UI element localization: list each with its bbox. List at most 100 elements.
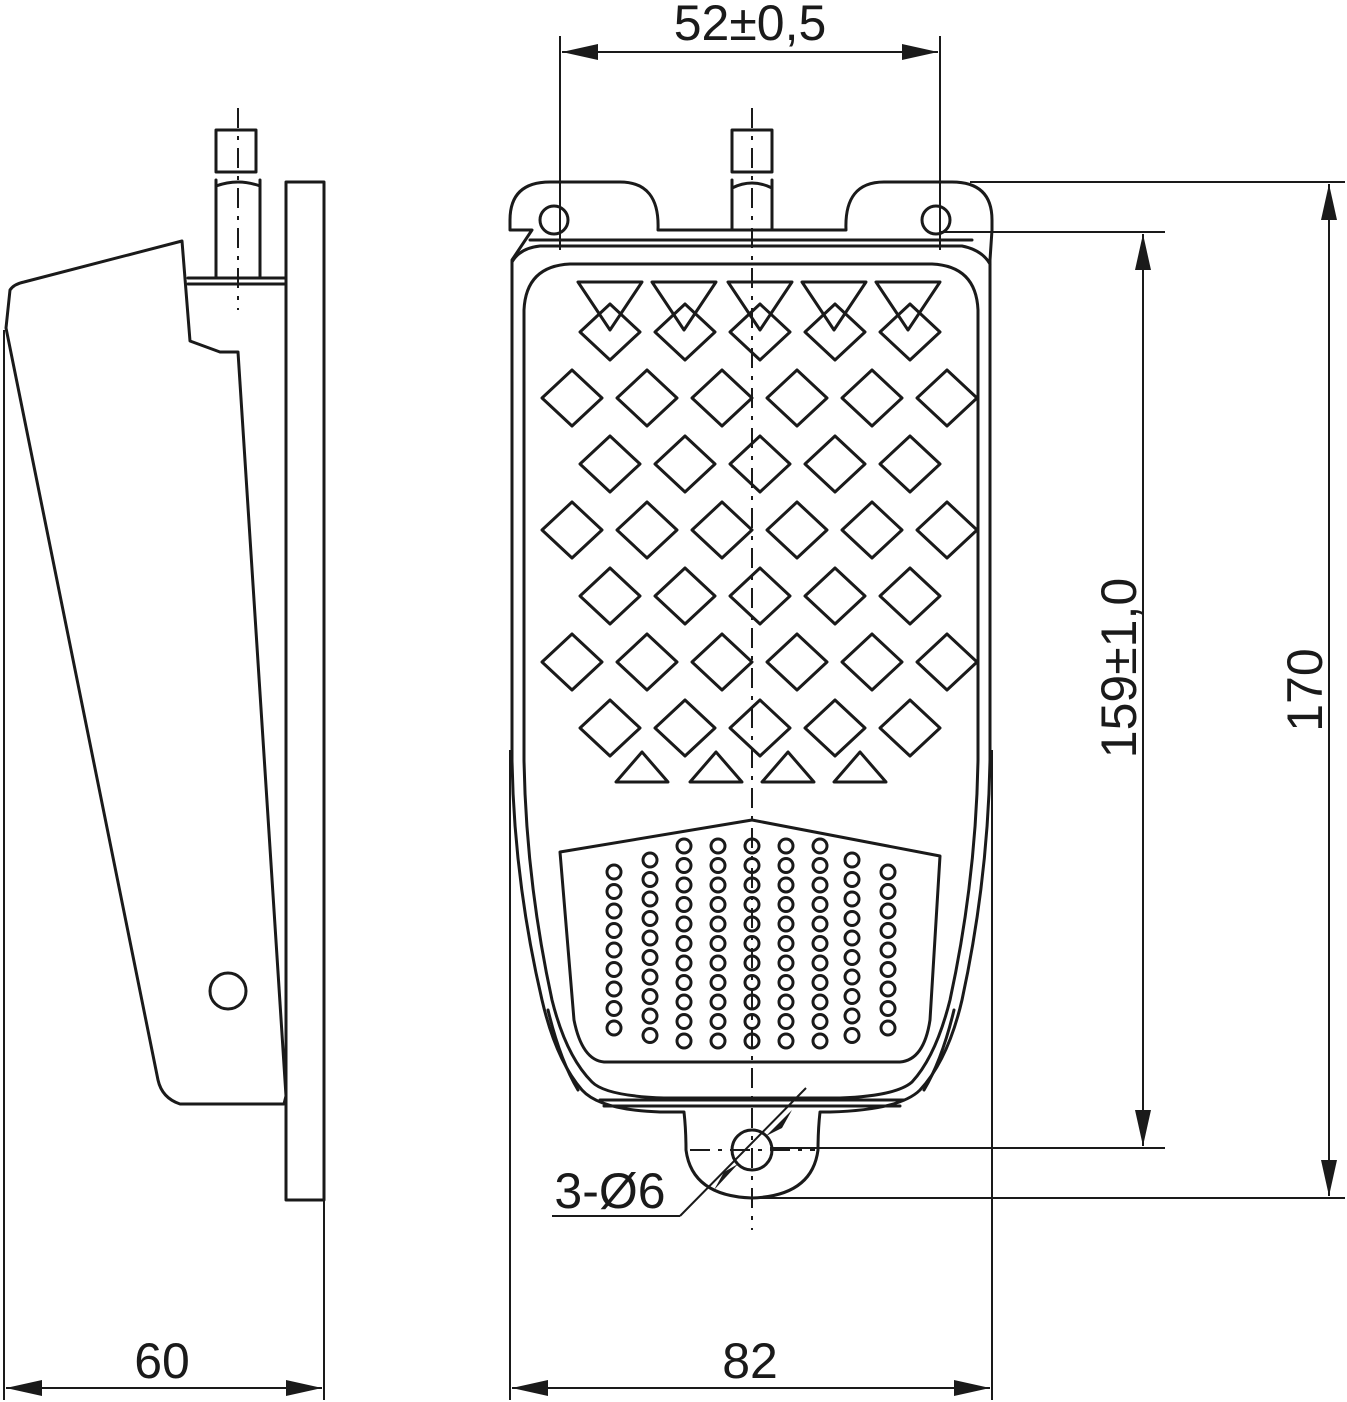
grip-dot [811,915,829,933]
dot-grip-pattern [605,837,897,1050]
dim-side-depth-label: 60 [134,1333,190,1389]
dim-width: 82 [509,750,993,1400]
grip-dot [675,993,693,1011]
grip-dot [879,1019,897,1037]
grip-triangle [800,280,868,332]
grip-diamond [540,368,604,428]
grip-diamond [915,632,979,692]
grip-dot [843,1007,861,1025]
dim-hole-spacing-label: 52±0,5 [674,0,827,51]
grip-dot [709,954,727,972]
grip-diamond [915,368,979,428]
grip-diamond [765,368,829,428]
grip-dot [777,857,795,874]
dim-side-depth: 60 [3,330,325,1400]
grip-dot [641,988,659,1005]
grip-diamond [803,434,867,494]
grip-dot [709,915,727,933]
side-cable-gland [214,108,262,310]
grip-dot [811,935,829,952]
grip-dot [675,935,693,952]
grip-dot [641,929,659,947]
grip-diamond [540,500,604,560]
grip-dot [675,974,693,991]
grip-dot [879,1000,897,1017]
grip-dot [641,949,659,966]
grip-diamond [653,698,717,758]
grip-dot [777,954,795,972]
grip-dot [777,915,795,933]
grip-dot [777,1032,795,1050]
front-view [508,108,994,1230]
grip-diamond [765,632,829,692]
grip-dot [605,961,623,978]
grip-dot [843,890,861,908]
grip-dot [641,890,659,908]
dim-hole-height: 159±1,0 [770,231,1165,1149]
pedal-rim [522,262,980,1100]
grip-diamond [615,500,679,560]
grip-dot [675,857,693,874]
grip-dot [641,851,659,869]
grip-dot [843,871,861,888]
mount-hole-left [538,204,570,236]
grip-dot [811,1013,829,1030]
grip-dot [811,896,829,913]
grip-dot [879,941,897,959]
grip-triangle [650,280,718,332]
grip-dot [777,1013,795,1030]
grip-dot [777,837,795,855]
grip-diamond [803,566,867,626]
dim-holes-label: 3-Ø6 [554,1163,665,1219]
grip-dot [675,954,693,972]
grip-diamond [840,368,904,428]
pedal-rim-inner [546,1008,956,1108]
mount-hole-right [920,204,952,236]
dim-total-height: 170 [760,181,1345,1199]
dot-grip-panel [558,818,942,1064]
grip-dot [843,1027,861,1044]
grip-triangle [576,280,644,332]
side-base-plate [284,180,326,1202]
grip-dot [675,876,693,894]
grip-triangle [726,280,794,332]
front-cable-gland [730,128,774,232]
grip-diamond [915,500,979,560]
dim-total-height-label: 170 [1277,648,1333,731]
grip-diamond [878,434,942,494]
grip-diamond [728,302,792,362]
grip-diamond [840,500,904,560]
grip-dot [843,851,861,869]
side-pivot-hole [208,971,248,1011]
grip-triangle [760,750,816,784]
grip-triangle [688,750,744,784]
side-view [4,108,326,1202]
grip-dot [605,883,623,900]
grip-dot [879,961,897,978]
grip-dot [605,941,623,959]
grip-dot [811,857,829,874]
grip-dot [709,857,727,874]
grip-diamond [615,368,679,428]
grip-diamond [728,566,792,626]
grip-dot [641,968,659,986]
grip-dot [843,910,861,927]
grip-dot [605,922,623,939]
grip-dot [843,988,861,1005]
dim-hole-spacing: 52±0,5 [559,0,941,250]
grip-dot [879,980,897,998]
grip-dot [777,935,795,952]
grip-dot [709,993,727,1011]
diamond-grip-pattern [540,280,979,784]
grip-diamond [653,434,717,494]
dim-holes: 3-Ø6 [552,1087,807,1219]
grip-dot [605,1000,623,1017]
grip-dot [641,1027,659,1044]
grip-dot [675,896,693,913]
grip-diamond [578,566,642,626]
grip-triangle [832,750,888,784]
grip-diamond [578,698,642,758]
grip-dot [777,896,795,913]
grip-dot [811,837,829,855]
